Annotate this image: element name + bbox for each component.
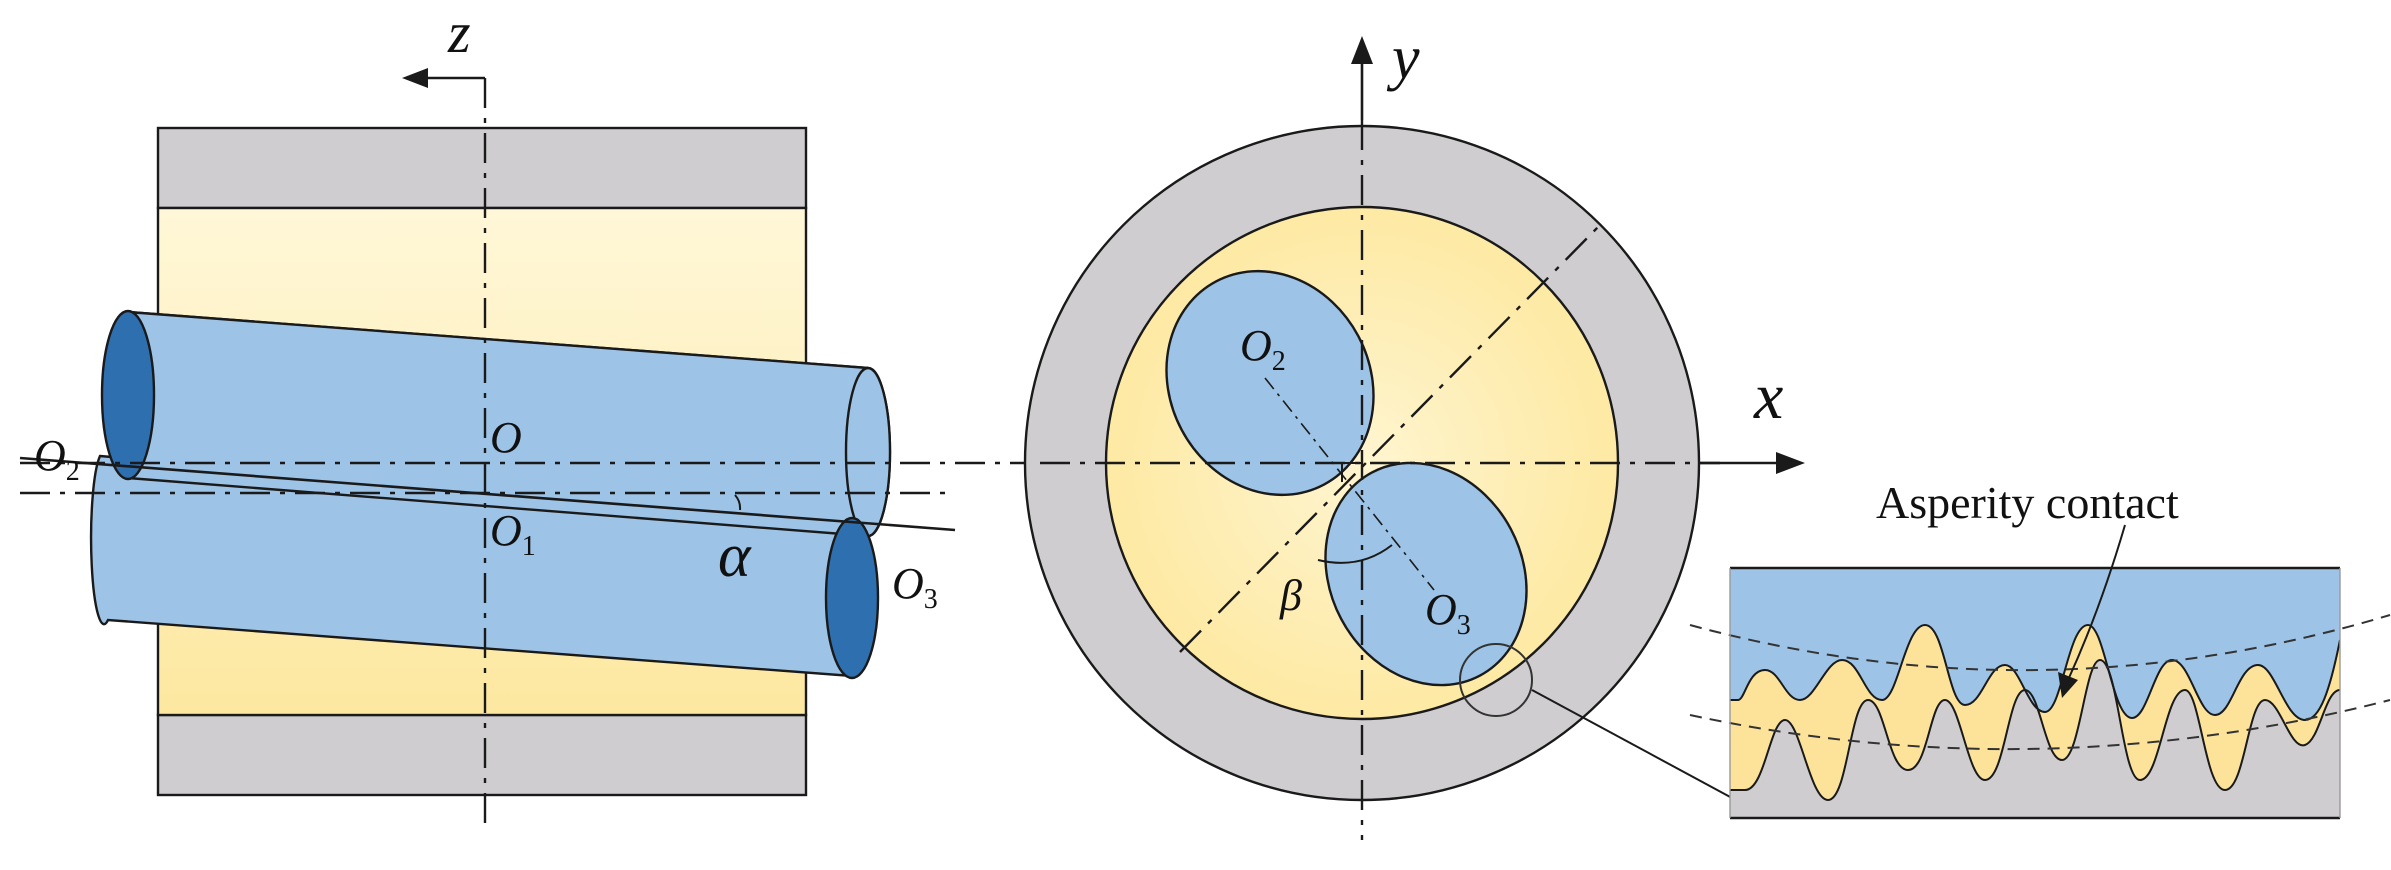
housing-top	[156, 126, 808, 210]
shaft-end-o2	[100, 309, 156, 481]
label-alpha: α	[718, 522, 752, 590]
label-beta: β	[1279, 571, 1302, 620]
z-arrow-head	[402, 68, 428, 88]
housing-bottom	[156, 713, 808, 797]
label-o2-left: O2	[34, 431, 80, 487]
shaft-end-o3	[824, 516, 880, 680]
asperity-contact-label: Asperity contact	[1876, 477, 2179, 528]
label-o3-right: O3	[1425, 585, 1471, 641]
label-o2-right: O2	[1240, 321, 1286, 377]
zoom-leader-line	[1531, 689, 1746, 806]
label-o1: O1	[490, 506, 536, 562]
side-view: z O2 O O1 α O3	[19, 0, 1040, 830]
asperity-leader-arrow	[2058, 672, 2078, 698]
shaft-section-o3	[1324, 461, 1528, 687]
x-axis-label: x	[1753, 360, 1783, 433]
shaft-axis-inclined	[19, 456, 956, 532]
zoom-indicator-circle	[1459, 643, 1533, 717]
beta-arc	[1317, 544, 1393, 564]
asperity-leader	[2067, 524, 2126, 681]
blue-surface-zoom	[1730, 568, 2340, 720]
y-arrow-head	[1351, 36, 1373, 64]
asperity-zoom-view: Asperity contact	[1689, 477, 2391, 820]
cross-section-view: y x O2 O3 β	[1023, 24, 1805, 840]
label-o: O	[490, 413, 522, 462]
label-o3-left: O3	[892, 559, 938, 615]
x-arrow-head	[1776, 452, 1805, 474]
z-axis-label: z	[447, 0, 471, 65]
y-axis-label: y	[1386, 24, 1420, 92]
